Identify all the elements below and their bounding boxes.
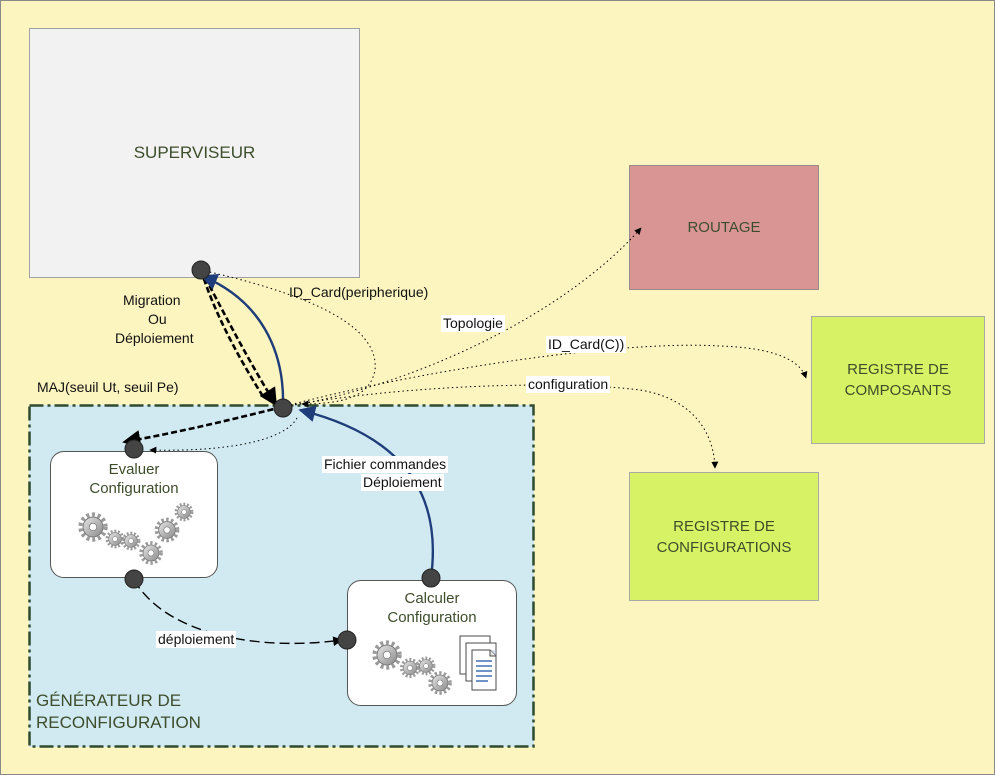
id-card-peripherique-connector — [200, 269, 376, 408]
migration-label-line3: Déploiement — [115, 330, 194, 346]
calculer-line1: Calculer — [404, 590, 460, 607]
calculer-input-port — [337, 630, 357, 650]
generateur-port — [273, 398, 293, 418]
registre-configurations-line1: REGISTRE DE — [673, 517, 775, 535]
routage-label: ROUTAGE — [687, 219, 761, 236]
generateur-line2: RECONFIGURATION — [36, 713, 201, 732]
migration-connector-2 — [199, 269, 266, 399]
registre-composants-box: REGISTRE DE COMPOSANTS — [811, 316, 985, 444]
registre-composants-line2: COMPOSANTS — [844, 382, 952, 399]
id-card-c-label: ID_Card(C)) — [546, 336, 627, 353]
migration-label-line2: Ou — [148, 311, 167, 327]
migration-label-line1: Migration — [123, 292, 181, 308]
migration-connector-1 — [199, 269, 278, 407]
evaluer-input-port — [124, 439, 144, 459]
routage-box: ROUTAGE — [629, 165, 819, 290]
evaluer-line1: Evaluer — [108, 461, 160, 478]
gears-icon — [375, 643, 452, 695]
registre-configurations-line2: CONFIGURATIONS — [656, 538, 792, 556]
registre-composants-line1: REGISTRE DE — [847, 361, 949, 378]
superviseur-box: SUPERVISEUR — [29, 28, 360, 278]
generateur-label: GÉNÉRATEUR DE RECONFIGURATION — [36, 690, 266, 734]
deploiement-label: déploiement — [156, 631, 237, 648]
gears-icon — [81, 502, 194, 565]
evaluer-line2: Configuration — [89, 480, 179, 497]
topologie-connector — [281, 227, 642, 408]
fichier-commandes-label-line1: Fichier commandes — [322, 456, 449, 473]
to-evaluer-connector — [122, 405, 283, 449]
maj-label: MAJ(seuil Ut, seuil Pe) — [37, 379, 179, 395]
topologie-label: Topologie — [441, 315, 505, 332]
configuration-label: configuration — [526, 376, 611, 393]
maj-connector — [149, 417, 298, 454]
id-card-c-connector — [281, 344, 808, 408]
document-icon — [459, 635, 497, 691]
superviseur-port — [191, 260, 211, 280]
fichier-commandes-arrow — [298, 405, 435, 579]
generateur-line1: GÉNÉRATEUR DE — [36, 691, 182, 710]
superviseur-label: SUPERVISEUR — [133, 143, 256, 162]
calculer-line2: Configuration — [387, 609, 477, 626]
evaluer-output-port — [124, 569, 144, 589]
id-card-peripherique-label: ID_Card(peripherique) — [289, 284, 429, 300]
calculer-output-port — [421, 568, 441, 588]
superviseur-feedback-arrow — [200, 274, 285, 409]
fichier-commandes-label-line2: Déploiement — [361, 474, 444, 491]
registre-configurations-box: REGISTRE DE CONFIGURATIONS — [629, 472, 819, 601]
